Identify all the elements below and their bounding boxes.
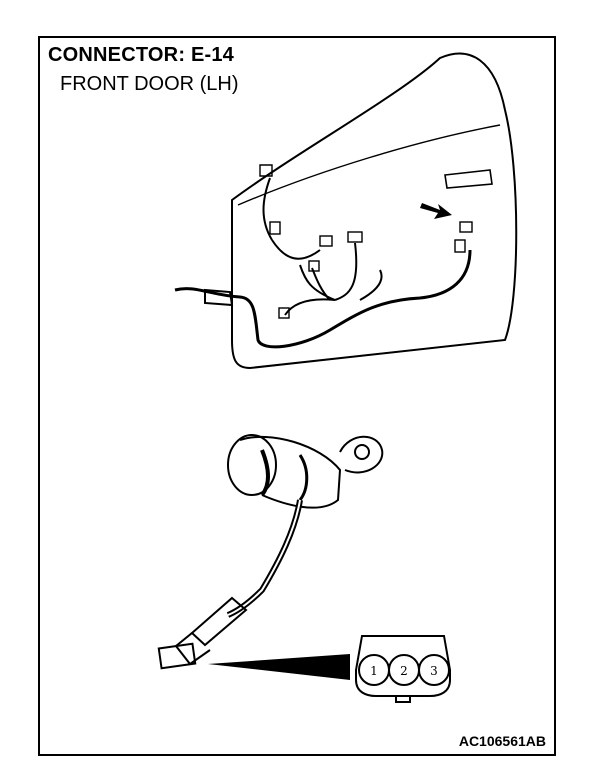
pin-label-1: 1 [370, 664, 378, 678]
indicator-arrow-icon [420, 203, 452, 219]
door-lock-actuator-icon [157, 434, 384, 670]
pin-label-3: 3 [430, 664, 438, 678]
diagram-frame [38, 36, 556, 756]
connector-title: CONNECTOR: E-14 [48, 44, 234, 66]
figure-code: AC106561AB [458, 733, 546, 749]
location-subtitle: FRONT DOOR (LH) [60, 73, 239, 95]
connector-face-icon [355, 635, 451, 703]
door-panel-icon [231, 52, 518, 370]
pointer-wedge-icon [208, 654, 350, 680]
door-wiring-harness-icon [174, 177, 473, 349]
pin-label-2: 2 [400, 664, 408, 678]
